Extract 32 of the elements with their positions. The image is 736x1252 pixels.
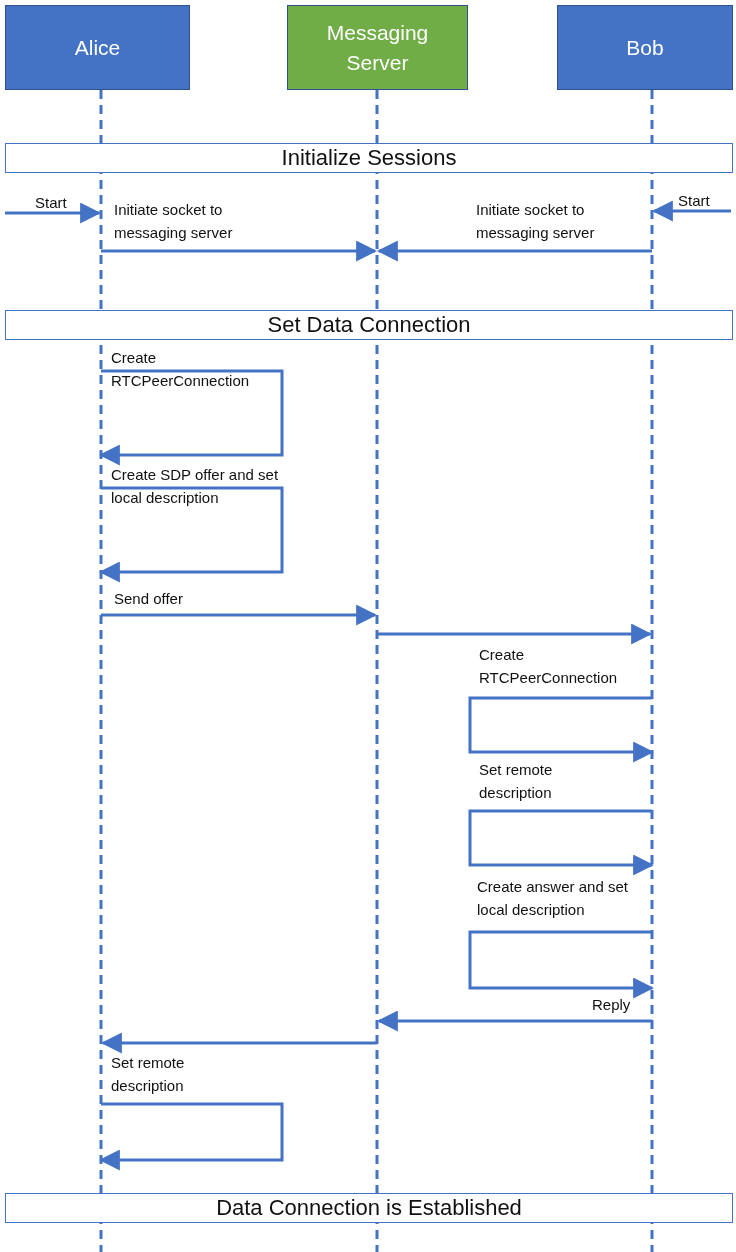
arrow (98, 369, 284, 466)
lifeline-header: Messaging Server (287, 5, 468, 90)
arrow (98, 486, 284, 583)
message-label: Set remote description (479, 760, 554, 803)
arrow (100, 1032, 377, 1054)
message-label: Create SDP offer and set local description (111, 465, 280, 508)
arrow (5, 202, 102, 224)
message-label: Send offer (114, 589, 184, 609)
section-band: Set Data Connection (5, 310, 733, 340)
lifeline-header: Alice (5, 5, 190, 90)
message-label: Start (678, 191, 711, 211)
section-band: Initialize Sessions (5, 143, 733, 173)
message-label: Create RTCPeerConnection (111, 348, 251, 391)
message-label: Initiate socket to messaging server (114, 200, 234, 243)
section-band: Data Connection is Established (5, 1193, 733, 1223)
arrow (468, 809, 655, 876)
arrow (468, 930, 655, 999)
arrow (376, 1010, 652, 1032)
message-label: Create RTCPeerConnection (479, 645, 619, 688)
message-label: Initiate socket to messaging server (476, 200, 596, 243)
message-label: Reply (592, 995, 632, 1015)
arrow (376, 240, 652, 262)
arrow (468, 696, 655, 763)
arrow (101, 240, 378, 262)
arrow (377, 623, 653, 645)
lifeline-header: Bob (557, 5, 733, 90)
arrow (98, 1102, 284, 1171)
message-label: Start (35, 193, 68, 213)
arrow (651, 200, 731, 222)
message-label: Create answer and set local description (477, 877, 629, 920)
message-label: Set remote description (111, 1053, 186, 1096)
arrow (101, 604, 378, 626)
